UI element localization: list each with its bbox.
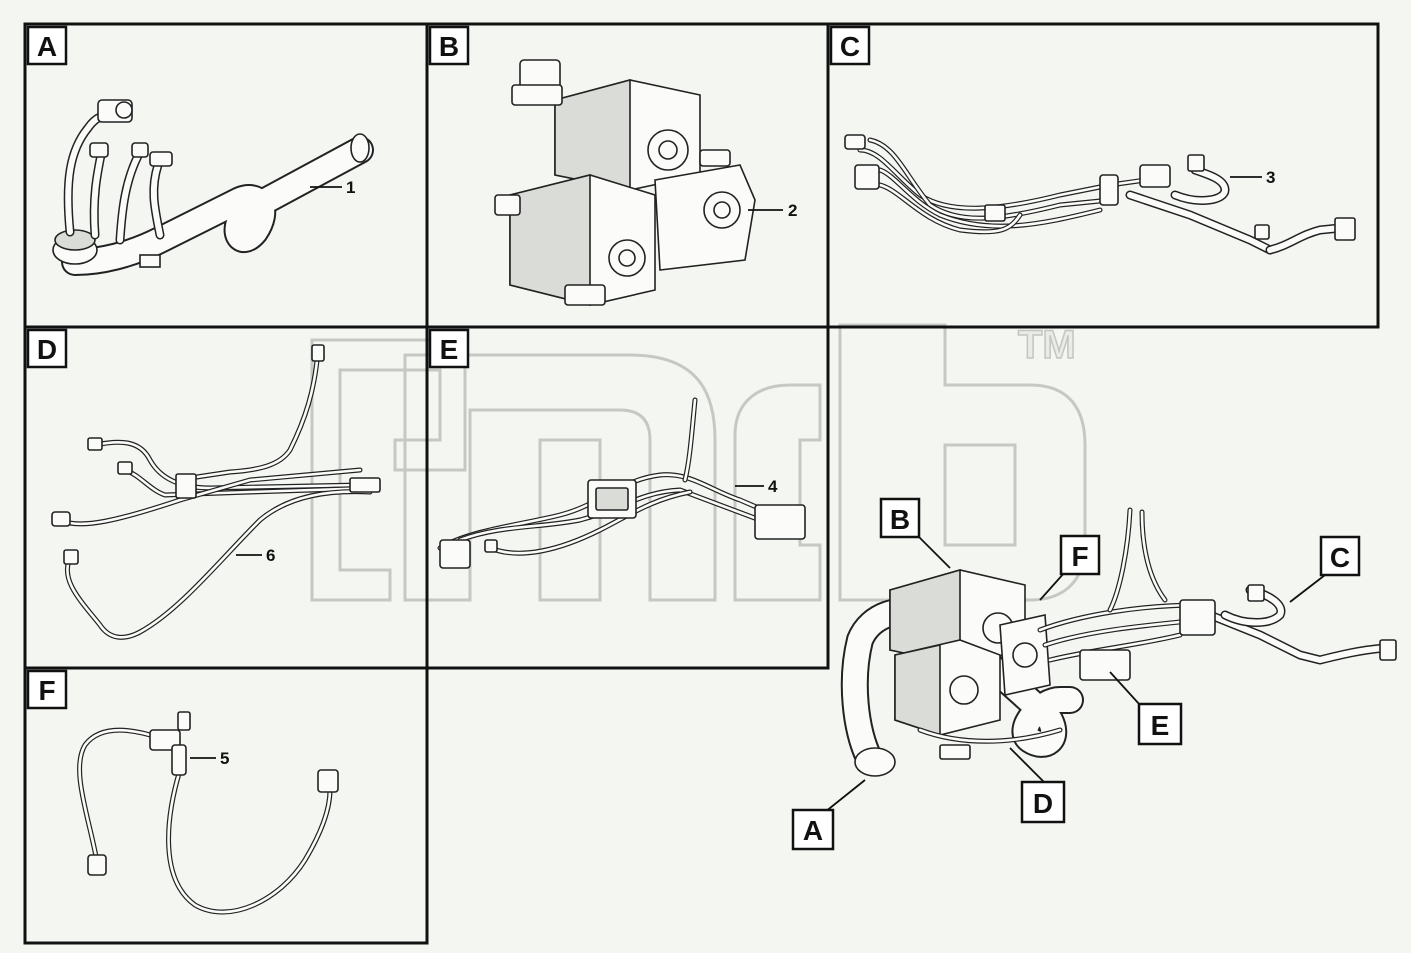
watermark-trademark: TM: [1018, 323, 1076, 367]
panel-a-frame: [23, 22, 429, 329]
panel-e-drawing: 4: [437, 397, 806, 569]
panel-a-drawing: 1: [52, 99, 374, 276]
panel-d-frame: [23, 325, 429, 670]
overview-tag-e-label: E: [1151, 710, 1170, 741]
overview-tag-e: E: [1137, 702, 1183, 746]
panel-d-drawing: 6: [51, 344, 381, 640]
callout-3: 3: [1266, 168, 1275, 187]
overview-tag-f: F: [1059, 534, 1101, 576]
panel-tag-c-label: C: [840, 31, 860, 62]
panel-tag-e: E: [428, 328, 470, 369]
callout-6: 6: [266, 546, 275, 565]
panel-tag-b-label: B: [439, 31, 459, 62]
callout-1: 1: [346, 178, 355, 197]
panel-c-frame: [826, 22, 1380, 329]
overview-tag-b: B: [879, 497, 921, 539]
panel-tag-f: F: [26, 669, 68, 710]
overview-tag-d-label: D: [1033, 788, 1053, 819]
panel-tag-f-label: F: [38, 675, 55, 706]
panel-f-drawing: 5: [77, 711, 339, 915]
panel-tag-d: D: [26, 328, 68, 369]
panel-e-frame: [425, 325, 830, 670]
panel-tag-a-label: A: [37, 31, 57, 62]
callout-5: 5: [220, 749, 229, 768]
overview-tag-a-label: A: [803, 815, 823, 846]
overview-tag-c-label: C: [1330, 542, 1350, 573]
overview-tag-a: A: [791, 808, 835, 851]
callout-4: 4: [768, 477, 778, 496]
overview-tag-b-label: B: [890, 504, 910, 535]
callout-2: 2: [788, 201, 797, 220]
overview-tag-c: C: [1319, 535, 1361, 577]
panel-c-drawing: 3: [844, 134, 1356, 255]
panel-tag-b: B: [428, 25, 470, 66]
panel-tag-e-label: E: [440, 334, 459, 365]
panel-tag-a: A: [26, 25, 68, 66]
panel-tag-d-label: D: [37, 334, 57, 365]
overview-tag-f-label: F: [1071, 541, 1088, 572]
watermark: TM: [310, 322, 1087, 602]
overview-assembly: B F C E D A: [791, 497, 1397, 851]
overview-tag-d: D: [1020, 780, 1066, 824]
panel-f-frame: [23, 666, 429, 945]
panel-b-drawing: 2: [494, 59, 797, 307]
panel-tag-c: C: [829, 25, 871, 66]
